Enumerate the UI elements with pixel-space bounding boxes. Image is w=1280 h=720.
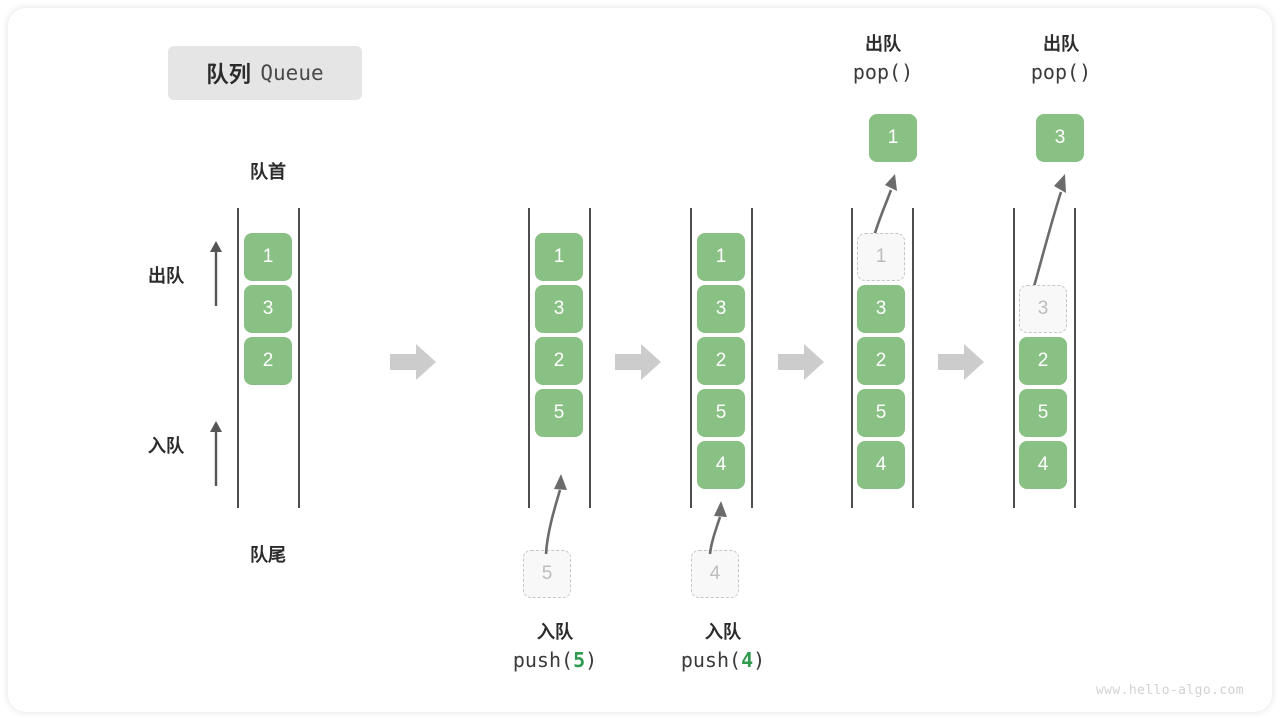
- queue-rail-right-3: [751, 208, 753, 508]
- dequeue-up-arrow-icon: [210, 241, 222, 306]
- queue-cell-new: 4: [697, 441, 745, 489]
- queue-rail-right-5: [1074, 208, 1076, 508]
- queue-cell: 1: [697, 233, 745, 281]
- dequeue-direction-label: 出队: [148, 266, 184, 286]
- stage-caption-pop-1: 出队 pop(): [813, 32, 953, 86]
- stage-caption-cn: 入队: [537, 622, 573, 642]
- queue-rail-left-1: [237, 208, 239, 508]
- stage-caption-code: push(5): [512, 647, 598, 672]
- queue-cell: 2: [1019, 337, 1067, 385]
- queue-tail-label: 队尾: [250, 545, 286, 565]
- stage-caption-code: pop(): [852, 59, 914, 84]
- queue-cell: 1: [535, 233, 583, 281]
- stage-caption-pop-3: 出队 pop(): [991, 32, 1131, 86]
- queue-cell: 4: [1019, 441, 1067, 489]
- flow-arrow-icon: [778, 344, 824, 380]
- flow-arrow-icon: [615, 344, 661, 380]
- stage-caption-code: push(4): [680, 647, 766, 672]
- flow-arrow-icon: [390, 344, 436, 380]
- queue-ghost-cell: 3: [1019, 285, 1067, 333]
- queue-rail-right-2: [589, 208, 591, 508]
- queue-cell: 3: [857, 285, 905, 333]
- queue-cell: 2: [244, 337, 292, 385]
- flow-arrow-icon: [938, 344, 984, 380]
- enqueue-up-arrow-icon: [210, 421, 222, 486]
- stage-caption-push-5: 入队 push(5): [460, 620, 650, 674]
- queue-cell: 3: [244, 285, 292, 333]
- queue-cell: 4: [857, 441, 905, 489]
- queue-rail-left-5: [1013, 208, 1015, 508]
- diagram-title-en: Queue: [260, 61, 324, 85]
- pop-arrow-icon: [871, 174, 897, 241]
- queue-head-label: 队首: [250, 162, 286, 182]
- queue-cell: 5: [697, 389, 745, 437]
- queue-rail-right-4: [912, 208, 914, 508]
- diagram-title-chip: 队列 Queue: [168, 46, 362, 100]
- enqueue-direction-label: 入队: [148, 436, 184, 456]
- queue-cell: 5: [857, 389, 905, 437]
- queue-rail-left-2: [528, 208, 530, 508]
- queue-cell: 2: [857, 337, 905, 385]
- queue-cell: 1: [244, 233, 292, 281]
- queue-cell-new: 5: [535, 389, 583, 437]
- stage-caption-code: pop(): [1030, 59, 1092, 84]
- queue-cell: 5: [1019, 389, 1067, 437]
- stage-caption-cn: 出队: [1043, 34, 1079, 54]
- queue-ghost-cell: 5: [523, 550, 571, 598]
- queue-ghost-cell: 4: [691, 550, 739, 598]
- queue-rail-left-4: [851, 208, 853, 508]
- watermark: www.hello-algo.com: [1095, 683, 1244, 698]
- popped-element: 3: [1036, 114, 1084, 162]
- pop-arrow-icon: [1031, 174, 1066, 291]
- popped-element: 1: [869, 114, 917, 162]
- push-arrow-icon: [544, 474, 567, 555]
- queue-rail-left-3: [690, 208, 692, 508]
- queue-cell: 2: [697, 337, 745, 385]
- stage-caption-cn: 出队: [865, 34, 901, 54]
- queue-cell: 3: [535, 285, 583, 333]
- queue-cell: 2: [535, 337, 583, 385]
- push-arrow-icon: [708, 501, 727, 555]
- queue-cell: 3: [697, 285, 745, 333]
- stage-caption-push-4: 入队 push(4): [628, 620, 818, 674]
- queue-rail-right-1: [298, 208, 300, 508]
- stage-caption-cn: 入队: [705, 622, 741, 642]
- diagram-title-cn: 队列: [206, 62, 252, 87]
- queue-ghost-cell: 1: [857, 233, 905, 281]
